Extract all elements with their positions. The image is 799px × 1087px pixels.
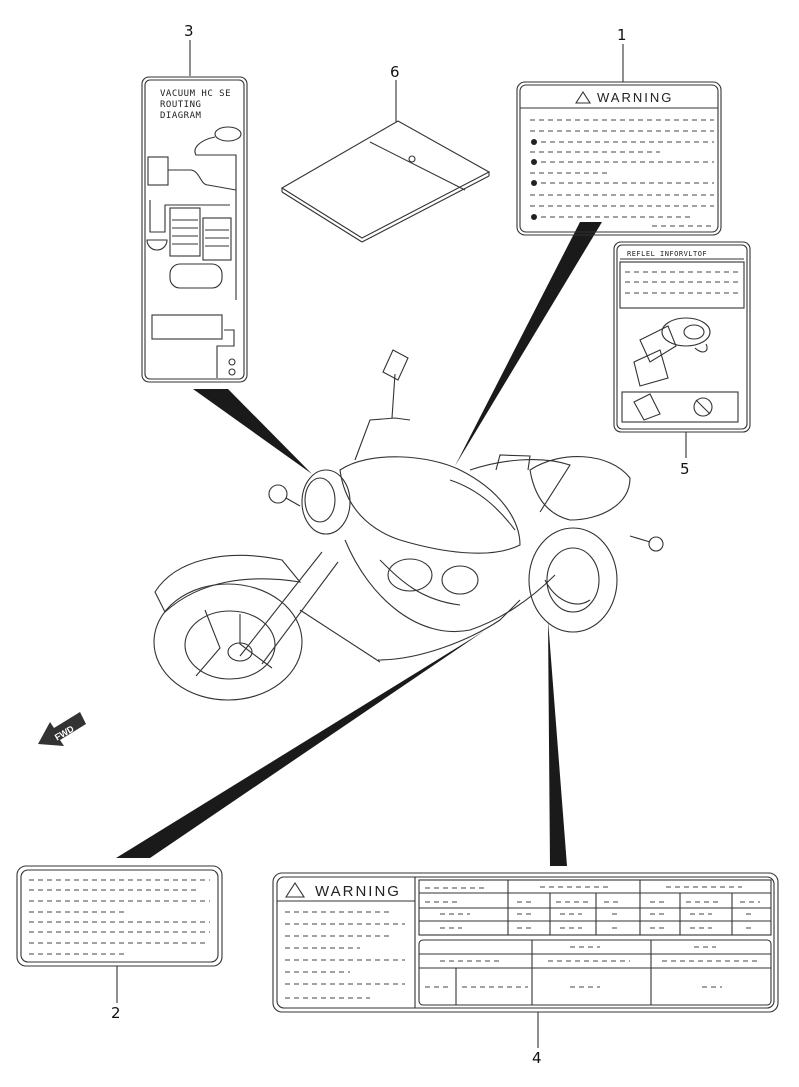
label5-heading: REFLEL INFORVLTOF [627, 250, 707, 258]
label3-title-line2: ROUTING [160, 100, 201, 110]
callout-5: 5 [680, 460, 690, 478]
leader-wedge-4 [548, 620, 567, 866]
label3-title-line3: DIAGRAM [160, 111, 202, 121]
warning-triangle-icon-2 [284, 881, 306, 898]
callout-2: 2 [111, 1004, 121, 1022]
callout-4: 4 [532, 1049, 542, 1067]
leader-wedge-1 [455, 222, 602, 466]
hose-routing-drawing-icon [146, 126, 242, 378]
label-vacuum-hose-routing: VACUUM HC SE ROUTING DIAGRAM [141, 76, 248, 383]
label-refuel-information: REFLEL INFORVLTOF [613, 241, 751, 433]
leader-wedge-3 [193, 389, 312, 474]
fwd-direction-arrow-icon: FWD [38, 712, 86, 746]
warning-triangle-icon [574, 90, 592, 104]
label-info-2 [16, 865, 223, 967]
label1-heading: WARNING [597, 90, 673, 105]
tyre-size-table [418, 939, 772, 1006]
label-manual-sheet [280, 120, 491, 243]
fuel-nozzle-icon [633, 317, 711, 387]
prohibition-icon [633, 393, 713, 421]
label-warning-4: WARNING [272, 872, 779, 1013]
motorcycle-illustration [153, 349, 664, 701]
leader-wedge-2 [116, 631, 484, 858]
label-warning-1: WARNING [516, 81, 722, 236]
label3-title-line1: VACUUM HC SE [160, 89, 231, 99]
callout-1: 1 [617, 26, 627, 44]
callout-3: 3 [184, 22, 194, 40]
label4-heading: WARNING [315, 883, 401, 900]
callout-6: 6 [390, 63, 400, 81]
tyre-pressure-table [418, 879, 772, 936]
